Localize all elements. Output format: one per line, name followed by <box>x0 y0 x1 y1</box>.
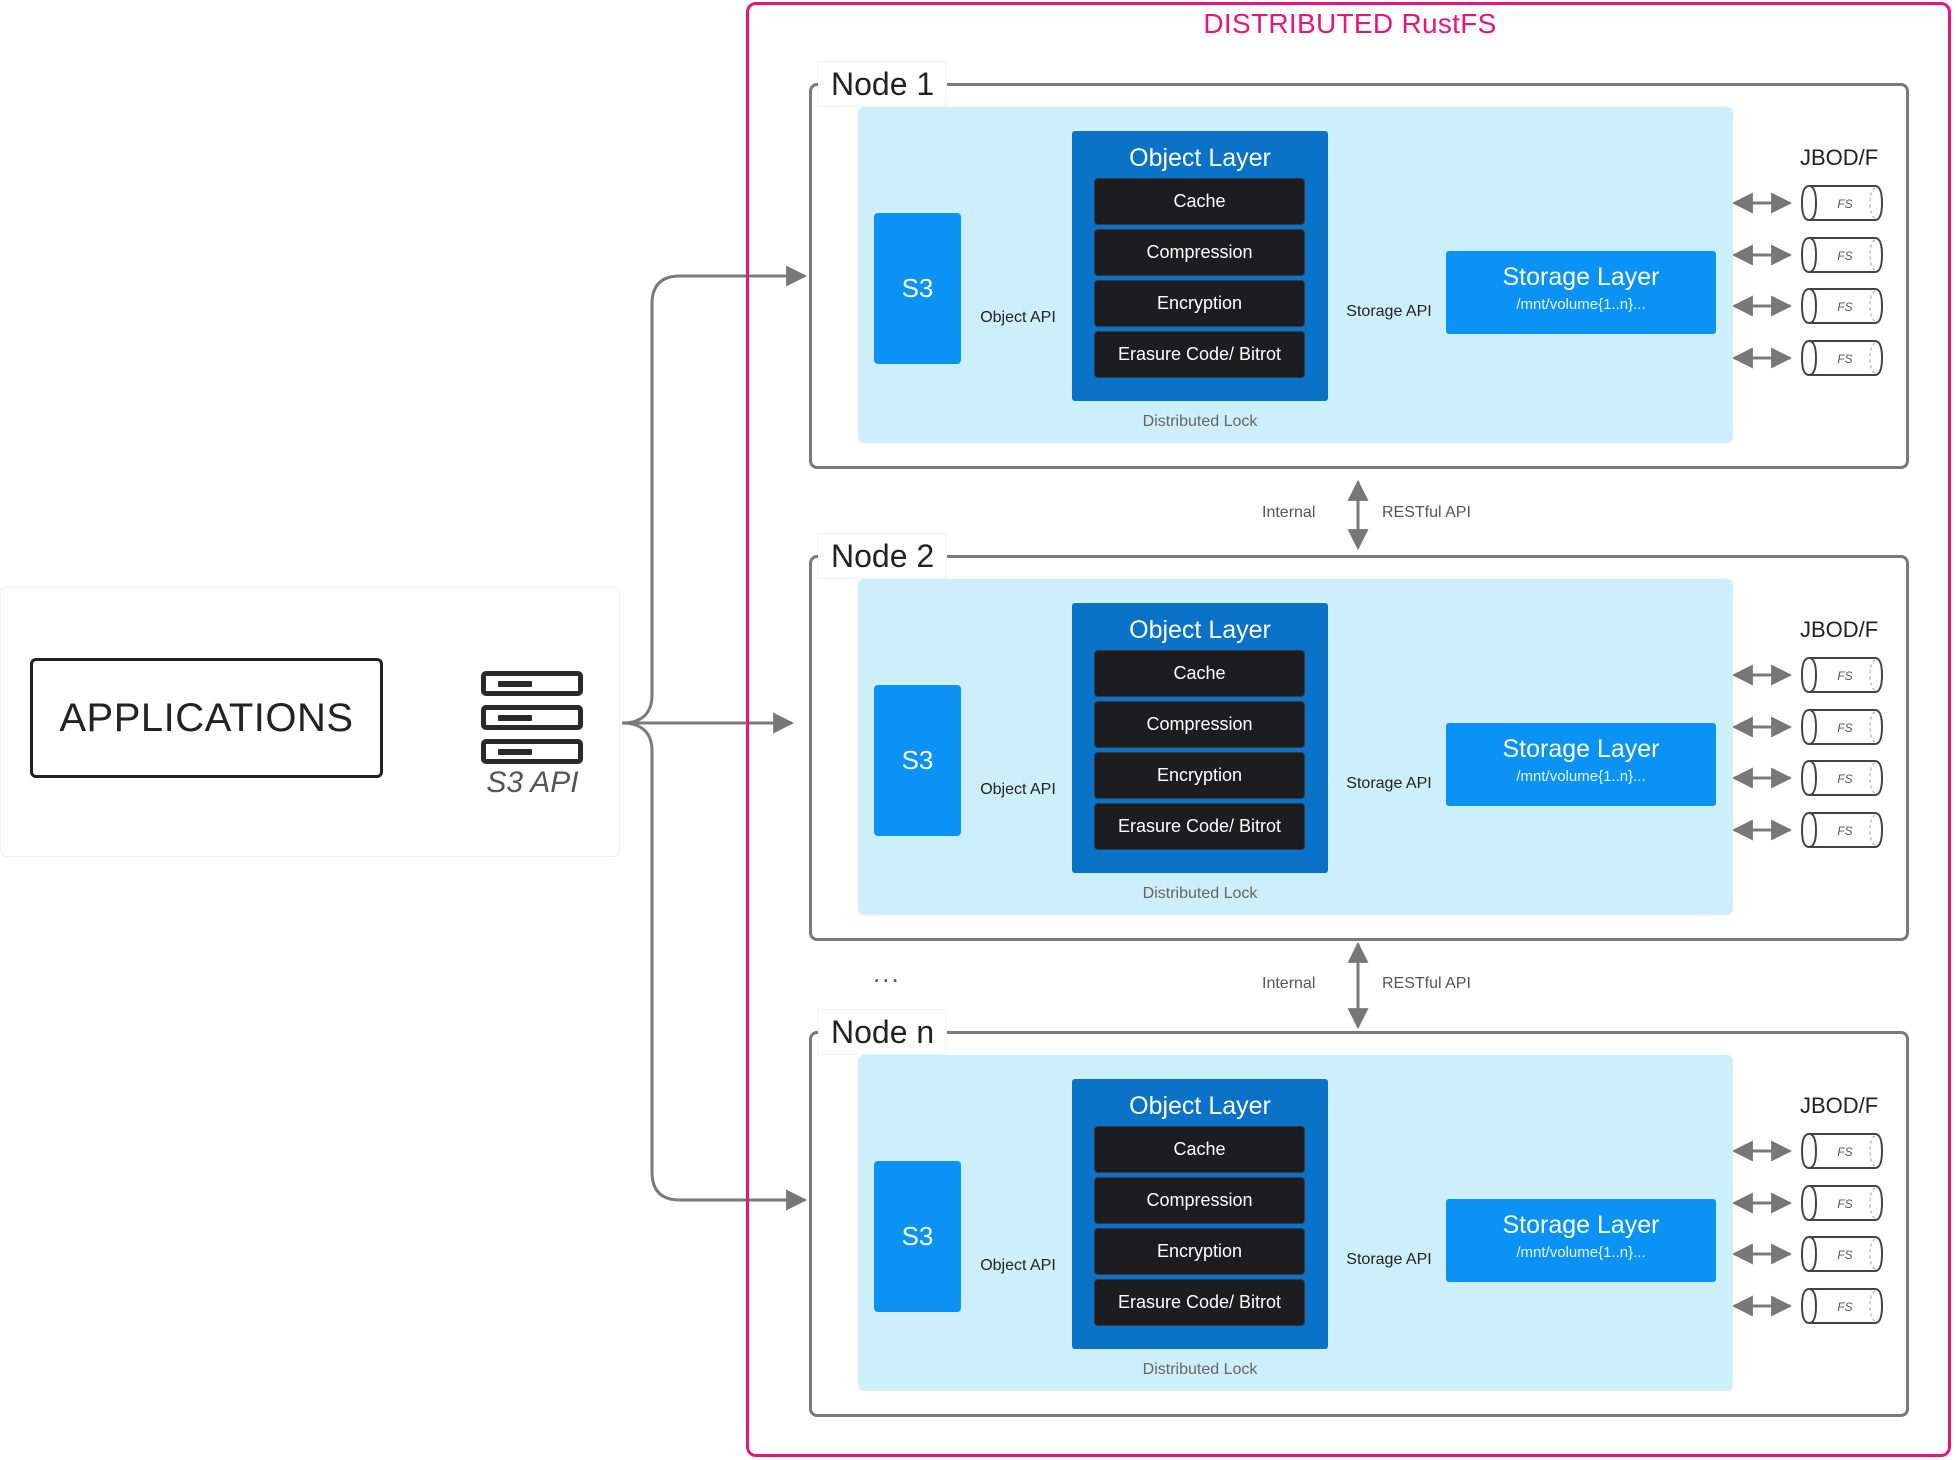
object-api-label: Object API <box>980 309 1056 326</box>
disk-icon: FS <box>1801 236 1884 274</box>
object-layer-title: Object Layer <box>1129 144 1271 172</box>
disk-icon: FS <box>1801 1132 1884 1170</box>
diagram-title: DISTRIBUTED RustFS <box>1203 8 1497 39</box>
object-layer-title: Object Layer <box>1129 1092 1271 1120</box>
disk-icon: FS <box>1801 811 1884 849</box>
disk-label: FS <box>1837 824 1852 838</box>
interconnect-label-internal: Internal <box>1262 504 1316 521</box>
object-api-label: Object API <box>980 781 1056 798</box>
object-layer-item: Erasure Code/ Bitrot <box>1094 803 1305 850</box>
node-label: Node 1 <box>818 61 948 107</box>
server-icon <box>481 671 583 696</box>
disk-label: FS <box>1837 721 1852 735</box>
disk-icon: FS <box>1801 1184 1884 1222</box>
disk-label: FS <box>1837 197 1852 211</box>
disk-label: FS <box>1837 352 1852 366</box>
s3-box: S3 <box>874 1161 961 1312</box>
node-frame <box>809 1031 1909 1417</box>
storage-layer-title: Storage Layer <box>1502 735 1660 763</box>
object-layer-item: Compression <box>1094 701 1305 748</box>
interconnect-label-restful: RESTful API <box>1382 504 1471 521</box>
object-layer-item: Erasure Code/ Bitrot <box>1094 331 1305 378</box>
storage-layer-title: Storage Layer <box>1502 1211 1660 1239</box>
disk-icon: FS <box>1801 184 1884 222</box>
object-layer-item: Encryption <box>1094 280 1305 327</box>
disk-label: FS <box>1837 669 1852 683</box>
disk-icon: FS <box>1801 656 1884 694</box>
node-frame <box>809 555 1909 941</box>
disk-label: FS <box>1837 772 1852 786</box>
disk-label: FS <box>1837 300 1852 314</box>
interconnect-label-internal: Internal <box>1262 975 1316 992</box>
storage-api-label: Storage API <box>1346 775 1432 792</box>
applications-box: APPLICATIONS <box>30 658 383 778</box>
object-layer-item: Encryption <box>1094 1228 1305 1275</box>
object-api-label: Object API <box>980 1257 1056 1274</box>
object-layer-item: Compression <box>1094 229 1305 276</box>
s3-box: S3 <box>874 213 961 364</box>
more-nodes-ellipsis: ... <box>873 958 901 988</box>
s3-api-label: S3 API <box>486 766 579 799</box>
storage-layer-path: /mnt/volume{1..n}... <box>1516 296 1646 313</box>
object-layer-item: Cache <box>1094 650 1305 697</box>
storage-layer-title: Storage Layer <box>1502 263 1660 291</box>
jbod-label: JBOD/F <box>1800 145 1879 170</box>
storage-api-label: Storage API <box>1346 1251 1432 1268</box>
object-layer-item: Cache <box>1094 1126 1305 1173</box>
disk-icon: FS <box>1801 339 1884 377</box>
distributed-lock-label: Distributed Lock <box>1142 413 1258 430</box>
object-layer-item: Erasure Code/ Bitrot <box>1094 1279 1305 1326</box>
storage-layer: Storage Layer /mnt/volume{1..n}... <box>1446 723 1716 806</box>
disk-icon: FS <box>1801 1235 1884 1273</box>
storage-layer: Storage Layer /mnt/volume{1..n}... <box>1446 251 1716 334</box>
interconnect-label-restful: RESTful API <box>1382 975 1471 992</box>
distributed-lock-label: Distributed Lock <box>1142 1361 1258 1378</box>
server-icon <box>481 705 583 730</box>
node-frame <box>809 83 1909 469</box>
distributed-lock-label: Distributed Lock <box>1142 885 1258 902</box>
jbod-label: JBOD/F <box>1800 617 1879 642</box>
object-layer-item: Encryption <box>1094 752 1305 799</box>
node-label: Node n <box>818 1009 948 1055</box>
disk-icon: FS <box>1801 1287 1884 1325</box>
disk-icon: FS <box>1801 708 1884 746</box>
disk-icon: FS <box>1801 287 1884 325</box>
disk-label: FS <box>1837 1248 1852 1262</box>
object-layer-item: Compression <box>1094 1177 1305 1224</box>
server-icon <box>481 739 583 764</box>
storage-layer: Storage Layer /mnt/volume{1..n}... <box>1446 1199 1716 1282</box>
object-layer-item: Cache <box>1094 178 1305 225</box>
disk-label: FS <box>1837 1145 1852 1159</box>
distributed-cluster-frame <box>746 2 1951 1457</box>
disk-label: FS <box>1837 1300 1852 1314</box>
storage-layer-path: /mnt/volume{1..n}... <box>1516 768 1646 785</box>
disk-label: FS <box>1837 1197 1852 1211</box>
storage-api-label: Storage API <box>1346 303 1432 320</box>
disk-label: FS <box>1837 249 1852 263</box>
node-label: Node 2 <box>818 533 948 579</box>
storage-layer-path: /mnt/volume{1..n}... <box>1516 1244 1646 1261</box>
jbod-label: JBOD/F <box>1800 1093 1879 1118</box>
disk-icon: FS <box>1801 759 1884 797</box>
object-layer-title: Object Layer <box>1129 616 1271 644</box>
s3-box: S3 <box>874 685 961 836</box>
